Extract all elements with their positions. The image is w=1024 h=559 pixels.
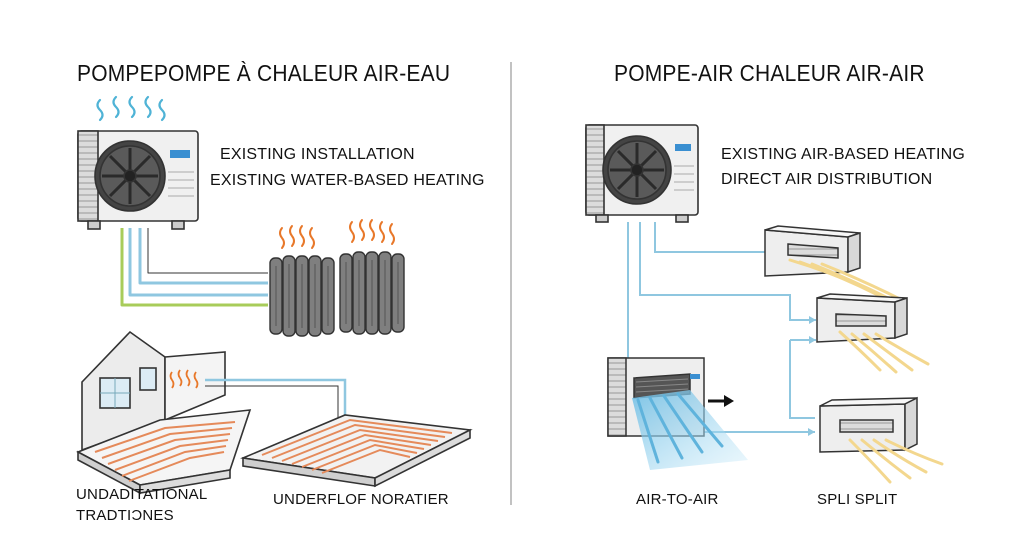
indoor-split-unit-3 [819,396,918,453]
airflow-2 [838,330,930,374]
underfloor-coils-slab [261,418,453,474]
airflow-3 [848,438,944,484]
left-caption-line2: TRADTIƆNES [76,507,174,524]
radiator-1 [269,255,335,337]
left-label-existing-installation: EXISTING INSTALLATION [220,146,415,163]
outdoor-unit-air-water [77,130,199,230]
left-caption-line1: UNDADITATIONAL [76,486,208,503]
house-cutaway [76,330,252,495]
airflow-1 [788,258,904,302]
right-caption-split: SPLI SPLIT [817,491,898,508]
pipe-lines-left [120,228,268,307]
radiator-2 [339,251,405,335]
right-caption-air-to-air: AIR-TO-AIR [636,491,719,508]
indoor-split-unit-2 [816,293,908,343]
radiator-heat-icon [279,219,395,249]
left-title: POMPEPOMPE À CHALEUR AIR-EAU [77,61,451,87]
cold-air-stream [632,390,748,470]
right-label-air-heating: EXISTING AIR-BASED HEATING [721,146,966,163]
arrow-right-icon [708,395,734,407]
outdoor-unit-air-air [585,124,699,223]
pipe-lines-underfloor [205,378,347,420]
left-label-water-heating: EXISTING WATER-BASED HEATING [210,172,485,189]
underfloor-coils-house [94,421,236,482]
left-caption-underfloor: UNDERFLOF NORATIER [273,491,449,508]
house-heat-icon [169,369,199,389]
cold-air-lines [636,392,724,464]
right-title: POMPE-AIR CHALEUR AIR-AIR [614,61,925,87]
heat-waves-icon [96,95,166,122]
underfloor-slab [240,414,473,488]
right-label-air-distribution: DIRECT AIR DISTRIBUTION [721,171,933,188]
